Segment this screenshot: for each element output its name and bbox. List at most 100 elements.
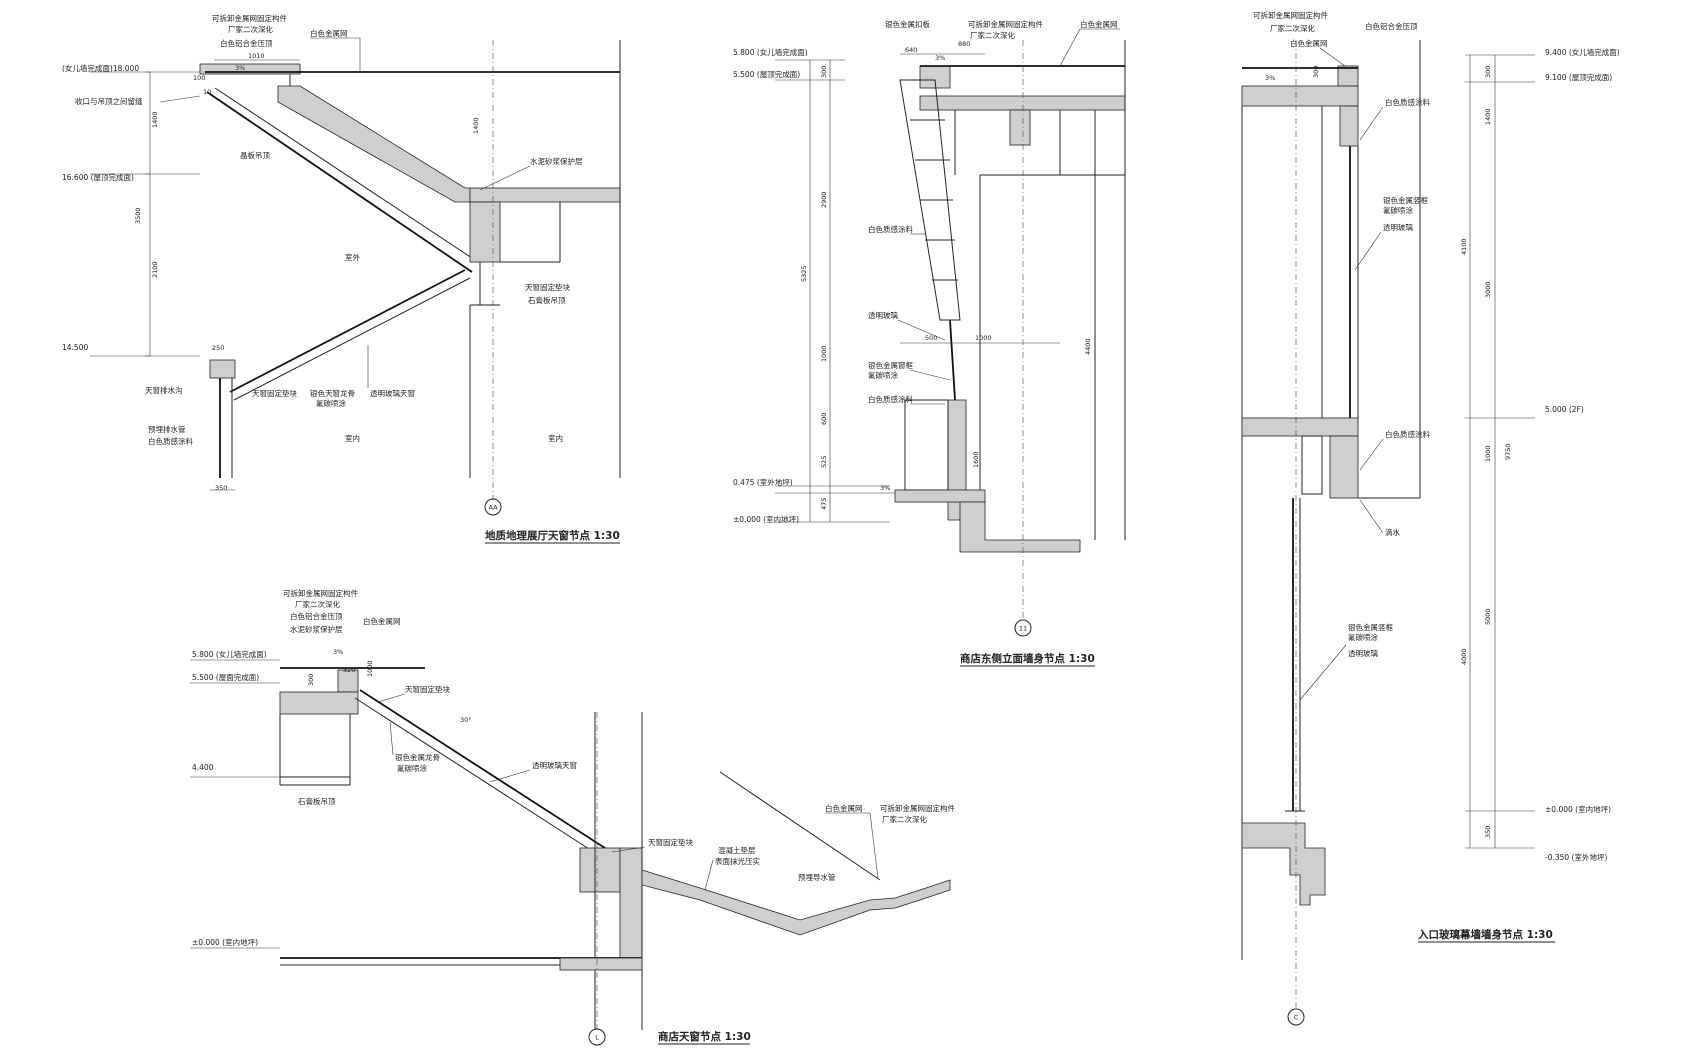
d4-label-elev-550: 5.500 (屋面完成面) [192, 672, 259, 682]
d1-label-indoor2: 室内 [548, 433, 563, 443]
d3-label-alu: 白色铝合金压顶 [1365, 21, 1418, 31]
d2-dim-4400: 4400 [1084, 338, 1092, 355]
d1-label-outdoor: 室外 [345, 252, 360, 262]
d2-label-paint2: 白色质感涂料 [868, 394, 913, 404]
d4-dim-300: 300 [307, 674, 315, 686]
d4-label-parapet: 可拆卸金属网固定构件 [283, 588, 358, 598]
d4-label-elev-580: 5.800 (女儿墙完成面) [192, 649, 267, 659]
d2-label-parapet: 可拆卸金属网固定构件 [968, 19, 1043, 29]
d3-dim-4100: 4100 [1460, 238, 1468, 255]
d4-label-elev-440: 4.400 [192, 763, 214, 772]
d2-dim-525: 525 [820, 456, 828, 468]
d1-label-mortar: 水泥砂浆保护层 [530, 156, 583, 166]
d4-dim-1000: 1000 [366, 660, 374, 677]
d3-dim-slope: 3% [1265, 74, 1275, 82]
d4-label-block2: 天窗固定垫块 [648, 837, 693, 847]
d3-dim-1000: 1000 [1484, 445, 1492, 462]
d3-axis-label: C [1294, 1014, 1299, 1022]
d2-dim-slope2: 3% [880, 484, 890, 492]
d1-dim-350: 350 [215, 484, 227, 492]
d4-label-factory2: 厂家二次深化 [882, 814, 927, 824]
d2-label-elev-in: ±0.000 (室内地坪) [733, 514, 799, 524]
d2-dim-1000b: 1000 [975, 334, 992, 342]
d2-label-frame2: 氟碳喷涂 [868, 370, 898, 380]
d1-dim-1400b: 1400 [472, 117, 480, 134]
d3-label-frame4: 氟碳喷涂 [1348, 632, 1378, 642]
d3-label-frame: 银色金属竖框 [1383, 195, 1428, 205]
d2-label-glass: 透明玻璃 [868, 310, 898, 320]
d3-label-frame3: 银色金属竖框 [1348, 622, 1393, 632]
d1-dim-100: 100 [193, 74, 205, 82]
d3-dim-300b: 300 [1484, 66, 1492, 78]
d1-label-mesh: 白色金属网 [310, 28, 348, 38]
d1-dim-250: 250 [212, 344, 224, 352]
d4-dim-slope: 3% [333, 648, 343, 656]
d1-title: 地质地理展厅天窗节点 1:30 [485, 529, 620, 542]
d2-dim-1600: 1600 [972, 451, 980, 468]
d1-label-gypsum: 石膏板吊顶 [528, 295, 566, 305]
d4-label-factory: 厂家二次深化 [295, 599, 340, 609]
d3-label-elev-910: 9.100 (屋顶完成面) [1545, 72, 1612, 82]
d2-label-elev-out: 0.475 (室外地坪) [733, 477, 793, 487]
d3-dim-5000: 5000 [1484, 608, 1492, 625]
d1-label-glass: 透明玻璃天窗 [370, 388, 415, 398]
d1-dim-3500: 3500 [134, 207, 142, 224]
d3-label-factory: 厂家二次深化 [1270, 23, 1315, 33]
d2-label-mesh: 白色金属网 [1080, 19, 1118, 29]
d3-label-frame2: 氟碳喷涂 [1383, 205, 1413, 215]
d1-label-elev-roof: 16.600 (屋顶完成面) [62, 172, 134, 182]
d1-label-keel: 银色天窗龙骨 [310, 388, 355, 398]
d2-dim-500: 500 [925, 334, 937, 342]
d2-dim-475: 475 [820, 498, 828, 510]
d2-dim-640: 640 [905, 46, 917, 54]
d1-dim-10: 10 [203, 88, 211, 96]
d3-label-glass2: 透明玻璃 [1348, 648, 1378, 658]
detail-3-entrance-curtain-wall: C 3% 300 300 1400 4100 3000 9750 1000 50… [1241, 10, 1620, 1026]
d3-label-drip: 滴水 [1385, 527, 1401, 537]
d1-dim-1400a: 1400 [151, 111, 159, 128]
d3-label-glass: 透明玻璃 [1383, 222, 1413, 232]
d2-dim-1000: 1000 [820, 345, 828, 362]
d4-label-alu: 白色铝合金压顶 [290, 611, 343, 621]
d2-axis-label: 11 [1019, 625, 1027, 633]
d3-title: 入口玻璃幕墙墙身节点 1:30 [1418, 928, 1553, 941]
d3-dim-350: 350 [1484, 826, 1492, 838]
d1-label-pipe: 预埋排水管 [148, 424, 186, 434]
d4-label-pipe: 预埋导水管 [798, 872, 836, 882]
d1-label-paint: 白色质感涂料 [148, 436, 193, 446]
d3-label-paint1: 白色质感涂料 [1385, 97, 1430, 107]
d3-label-mesh: 白色金属网 [1290, 38, 1328, 48]
d2-dim-2900: 2900 [820, 191, 828, 208]
d4-title: 商店天窗节点 1:30 [658, 1030, 751, 1043]
d1-axis-label: AA [488, 504, 498, 512]
d1-dim-2100: 2100 [151, 261, 159, 278]
d4-dim-320: 320 [343, 666, 355, 674]
d2-label-paint1: 白色质感涂料 [868, 224, 913, 234]
d4-label-mesh2: 白色金属网 [825, 803, 863, 813]
d1-label-parapet: 可拆卸金属网固定构件 [212, 13, 287, 23]
d2-dim-600: 600 [820, 413, 828, 425]
d1-label-fix-block: 天窗固定垫块 [525, 282, 570, 292]
d4-label-elev-000: ±0.000 (室内地坪) [192, 937, 258, 947]
d2-label-factory: 厂家二次深化 [970, 30, 1015, 40]
d2-dim-slope: 3% [935, 54, 945, 62]
d2-label-elev-550: 5.500 (屋顶完成面) [733, 69, 800, 79]
d4-dim-angle: 30° [460, 716, 472, 724]
d3-label-elev-000: ±0.000 (室内地坪) [1545, 804, 1611, 814]
d2-label-frame: 银色金属窗框 [868, 360, 913, 370]
d2-dim-880: 880 [958, 40, 970, 48]
d4-label-keel: 银色金属龙骨 [395, 752, 440, 762]
d3-label-elev-500: 5.000 (2F) [1545, 405, 1584, 414]
d1-label-factory: 厂家二次深化 [228, 24, 273, 34]
d4-axis-label: L [595, 1034, 599, 1042]
d4-label-mortar: 水泥砂浆保护层 [290, 624, 343, 634]
detail-1-geology-hall-skylight: AA 1010 3% 100 10 1400 1400 3500 2100 25… [62, 13, 621, 544]
d4-label-concrete2: 表面抹光压实 [715, 856, 760, 866]
d4-label-block: 天窗固定垫块 [405, 684, 450, 694]
d4-label-glass: 透明玻璃天窗 [532, 760, 577, 770]
d3-dim-300: 300 [1312, 66, 1320, 78]
d1-label-gap: 收口与吊顶之间留缝 [75, 96, 143, 106]
d3-dim-9750: 9750 [1504, 443, 1512, 460]
d1-label-elev-low: 14.500 [62, 343, 88, 352]
